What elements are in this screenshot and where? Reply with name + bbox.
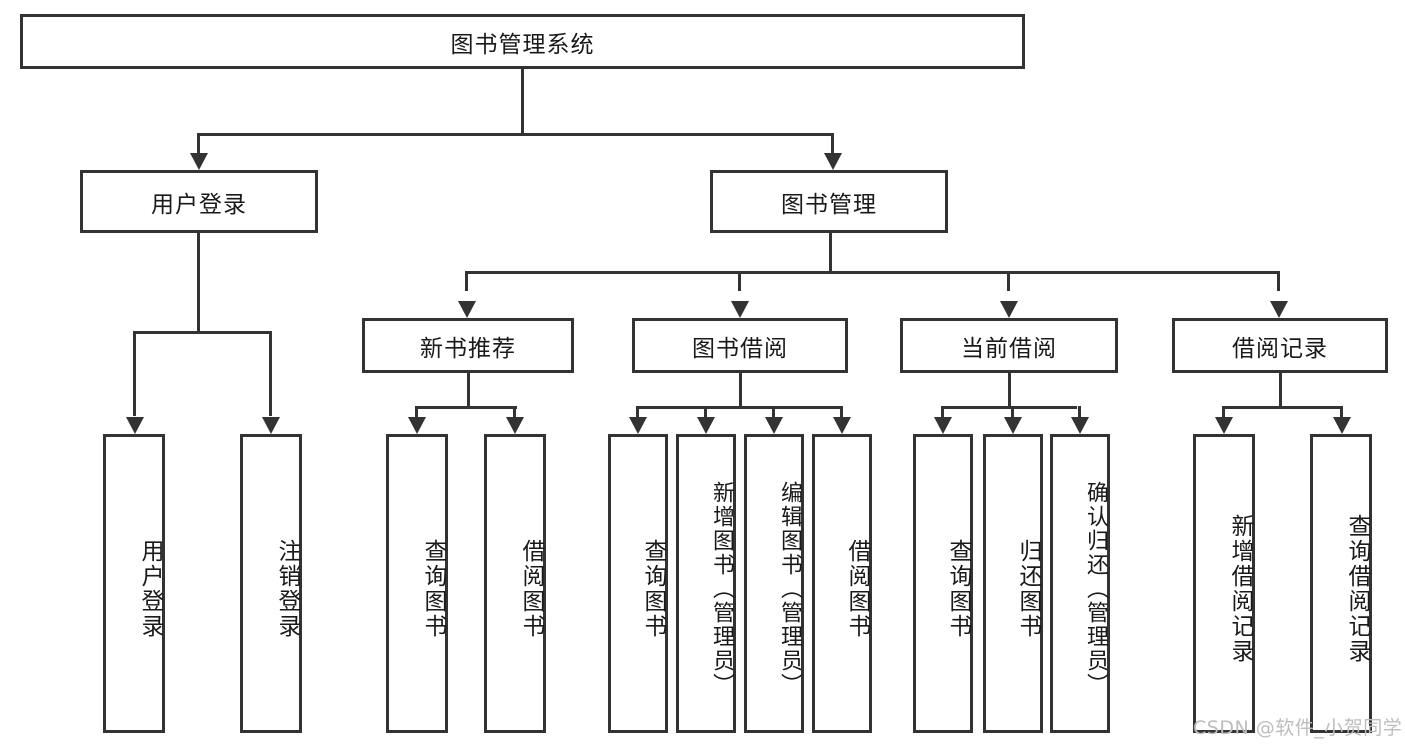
connector-manage-stem bbox=[829, 233, 832, 273]
node-leaf-book-borrow-7[interactable]: 借阅图书 bbox=[812, 434, 872, 733]
connector-borrow-record-stem bbox=[1279, 373, 1282, 406]
arrowhead-current-borrow-2-icon bbox=[1071, 417, 1089, 434]
arrowhead-to-user-login-icon bbox=[190, 153, 208, 170]
connector-manage-drop-0 bbox=[465, 271, 468, 291]
arrowhead-book-borrow-0-icon bbox=[629, 417, 647, 434]
connector-borrow-record-drop-1 bbox=[1340, 406, 1343, 417]
arrowhead-to-login-leaf-0-icon bbox=[126, 417, 144, 434]
node-leaf-book-borrow-5[interactable]: 新增图书（管理员） bbox=[676, 434, 736, 733]
arrowhead-book-borrow-2-icon bbox=[765, 417, 783, 434]
arrowhead-book-borrow-1-icon bbox=[697, 417, 715, 434]
node-leaf-new-book-recommend-2[interactable]: 查询图书 bbox=[386, 434, 448, 733]
arrowhead-new-book-recommend-0-icon bbox=[408, 417, 426, 434]
connector-login-drop-right bbox=[269, 331, 272, 416]
connector-new-book-recommend-drop-0 bbox=[415, 406, 418, 417]
arrowhead-borrow-record-1-icon bbox=[1333, 417, 1351, 434]
arrowhead-to-login-leaf-1-icon bbox=[262, 417, 280, 434]
node-level3-0[interactable]: 新书推荐 bbox=[362, 318, 574, 373]
arrowhead-borrow-record-0-icon bbox=[1215, 417, 1233, 434]
node-leaf-borrow-record-11[interactable]: 新增借阅记录 bbox=[1193, 434, 1255, 733]
arrowhead-to-level3-0-icon bbox=[458, 301, 476, 318]
node-leaf-book-borrow-4[interactable]: 查询图书 bbox=[608, 434, 668, 733]
connector-book-borrow-stem bbox=[739, 373, 742, 406]
node-leaf-book-borrow-6[interactable]: 编辑图书（管理员） bbox=[744, 434, 804, 733]
connector-manage-drop-3 bbox=[1277, 271, 1280, 291]
node-level3-1[interactable]: 图书借阅 bbox=[632, 318, 848, 373]
connector-new-book-recommend-bus bbox=[415, 406, 517, 409]
connector-new-book-recommend-drop-1 bbox=[513, 406, 516, 417]
node-leaf-user-login-1[interactable]: 注销登录 bbox=[240, 434, 302, 733]
node-level2-0[interactable]: 用户登录 bbox=[80, 170, 318, 233]
connector-login-drop-left bbox=[133, 331, 136, 416]
connector-book-borrow-drop-0 bbox=[636, 406, 639, 417]
node-leaf-current-borrow-9[interactable]: 归还图书 bbox=[983, 434, 1043, 733]
node-leaf-current-borrow-8[interactable]: 查询图书 bbox=[913, 434, 973, 733]
node-leaf-borrow-record-12[interactable]: 查询借阅记录 bbox=[1310, 434, 1372, 733]
connector-book-borrow-drop-2 bbox=[772, 406, 775, 417]
connector-current-borrow-drop-1 bbox=[1011, 406, 1014, 417]
connector-root-drop-left bbox=[197, 133, 200, 153]
connector-book-borrow-bus bbox=[636, 406, 840, 409]
connector-login-stem bbox=[197, 233, 200, 333]
connector-manage-bus bbox=[465, 271, 1279, 274]
connector-login-bus bbox=[133, 331, 271, 334]
arrowhead-to-level3-3-icon bbox=[1270, 301, 1288, 318]
node-root-图书管理系统[interactable]: 图书管理系统 bbox=[20, 14, 1025, 69]
arrowhead-new-book-recommend-1-icon bbox=[506, 417, 524, 434]
connector-new-book-recommend-stem bbox=[467, 373, 470, 406]
node-leaf-new-book-recommend-3[interactable]: 借阅图书 bbox=[484, 434, 546, 733]
arrowhead-book-borrow-3-icon bbox=[833, 417, 851, 434]
arrowhead-to-level3-1-icon bbox=[731, 301, 749, 318]
connector-borrow-record-drop-0 bbox=[1222, 406, 1225, 417]
node-leaf-current-borrow-10[interactable]: 确认归还（管理员） bbox=[1050, 434, 1110, 733]
connector-manage-drop-2 bbox=[1007, 271, 1010, 291]
connector-current-borrow-stem bbox=[1008, 373, 1011, 406]
arrowhead-current-borrow-1-icon bbox=[1004, 417, 1022, 434]
node-leaf-user-login-0[interactable]: 用户登录 bbox=[103, 434, 165, 733]
connector-current-borrow-bus bbox=[941, 406, 1077, 409]
node-level3-2[interactable]: 当前借阅 bbox=[900, 318, 1118, 373]
connector-book-borrow-drop-1 bbox=[704, 406, 707, 417]
connector-borrow-record-bus bbox=[1222, 406, 1340, 409]
connector-book-borrow-drop-3 bbox=[840, 406, 843, 417]
connector-current-borrow-drop-0 bbox=[941, 406, 944, 417]
node-level3-3[interactable]: 借阅记录 bbox=[1172, 318, 1388, 373]
arrowhead-to-book-manage-icon bbox=[824, 153, 842, 170]
connector-root-drop-right bbox=[831, 133, 834, 153]
connector-root-bus bbox=[197, 133, 833, 136]
connector-manage-drop-1 bbox=[738, 271, 741, 291]
arrowhead-to-level3-2-icon bbox=[1000, 301, 1018, 318]
node-level2-1[interactable]: 图书管理 bbox=[710, 170, 948, 233]
connector-root-stem bbox=[521, 69, 524, 135]
arrowhead-current-borrow-0-icon bbox=[934, 417, 952, 434]
connector-current-borrow-drop-2 bbox=[1078, 406, 1081, 417]
